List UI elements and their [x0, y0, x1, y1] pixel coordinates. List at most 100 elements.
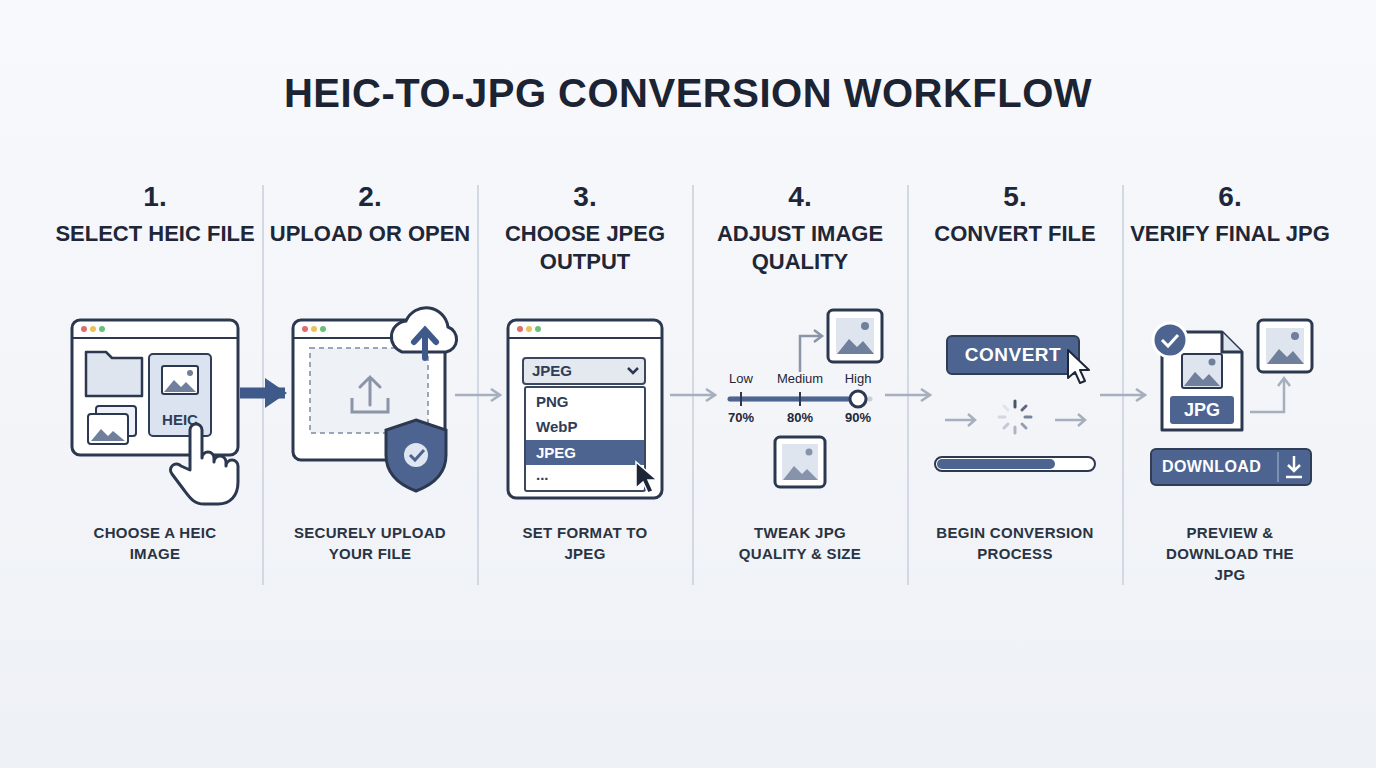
node-label: JPG — [1170, 396, 1234, 424]
step-heading: SELECT HEIC FILE — [50, 220, 260, 248]
window-dot — [526, 326, 532, 332]
progress-bar — [935, 457, 1095, 471]
flow-connector — [240, 388, 285, 399]
node-label: DOWNLOAD — [1162, 450, 1280, 484]
node-label: ... — [526, 464, 644, 486]
image-thumb — [828, 310, 882, 362]
step-caption: TWEAK JPG QUALITY & SIZE — [720, 522, 880, 564]
flow-connector — [455, 394, 500, 397]
image-sun — [861, 322, 869, 330]
file-image-icon — [1182, 354, 1222, 388]
cloud-arrow — [414, 330, 436, 358]
spinner-dash — [1025, 416, 1031, 419]
photo-icon — [88, 414, 128, 444]
dropdown-chevron — [628, 368, 638, 373]
slider-label: 90% — [823, 410, 893, 426]
mouse-cursor — [636, 462, 657, 493]
flow-arrow — [1055, 414, 1085, 426]
node-label: WebP — [526, 414, 644, 439]
image-sun — [1291, 332, 1299, 340]
progress-fill — [937, 459, 1055, 469]
spinner-dash — [1014, 427, 1017, 433]
flow-connector — [1100, 394, 1145, 397]
step-caption: SET FORMAT TO JPEG — [505, 522, 665, 564]
slider-tick — [799, 392, 801, 406]
step-number: 3. — [500, 180, 670, 214]
shield-badge — [404, 443, 428, 467]
image-thumb-bg — [836, 318, 874, 354]
step-heading: CONVERT FILE — [910, 220, 1120, 248]
image-thumb-bg — [1266, 328, 1304, 364]
flow-connector — [885, 394, 930, 397]
convert-button: CONVERT — [946, 335, 1080, 375]
shield-icon — [386, 420, 446, 491]
drop-zone — [310, 348, 428, 433]
upload-tray — [352, 398, 388, 412]
window-bar — [508, 337, 662, 339]
cloud-icon — [391, 308, 456, 352]
step-number: 4. — [715, 180, 885, 214]
window-dot — [81, 326, 87, 332]
image-mountain — [1267, 349, 1304, 364]
download-button: DOWNLOAD — [1150, 448, 1312, 486]
spinner-dash — [1004, 406, 1008, 410]
file-image-mountain — [164, 380, 196, 392]
slider-track — [730, 397, 870, 402]
window-bar — [293, 337, 445, 339]
window-bar — [72, 337, 238, 339]
column-divider — [1122, 185, 1124, 585]
image-thumb-bg — [782, 444, 818, 480]
image-thumb — [775, 437, 825, 487]
window-dot — [311, 326, 317, 332]
pointer-line — [1250, 378, 1290, 412]
step-column: 6.VERIFY FINAL JPGPREVIEW & DOWNLOAD THE… — [1145, 180, 1315, 590]
file-body — [1162, 332, 1242, 430]
node-label: JPEG — [526, 440, 644, 465]
step-heading: CHOOSE JPEG OUTPUT — [480, 220, 690, 276]
check-badge — [1153, 323, 1187, 357]
image-thumb — [1258, 320, 1312, 372]
app-window — [293, 320, 445, 460]
upload-arrow — [360, 377, 380, 405]
window-dot — [517, 326, 523, 332]
image-sun — [806, 449, 813, 456]
window-dot — [99, 326, 105, 332]
step-column: 2.UPLOAD OR OPENSECURELY UPLOAD YOUR FIL… — [285, 180, 455, 590]
flow-arrow — [945, 414, 975, 426]
file-fold — [1222, 332, 1242, 352]
slider-knob — [850, 391, 866, 407]
mouse-cursor — [1068, 350, 1089, 383]
node-label: JPEG — [532, 359, 622, 383]
app-window — [72, 320, 238, 455]
window-dot — [320, 326, 326, 332]
heic-file: HEIC — [148, 353, 212, 437]
spinner-dash — [1004, 424, 1008, 428]
column-divider — [692, 185, 694, 585]
node-label: HEIC — [150, 411, 210, 429]
step-caption: SECURELY UPLOAD YOUR FILE — [290, 522, 450, 564]
file-image-sun — [187, 370, 193, 376]
file-image-icon — [162, 366, 198, 394]
pointer-line — [800, 336, 820, 372]
app-window — [508, 320, 662, 498]
column-divider — [907, 185, 909, 585]
jpg-file: JPG — [1160, 330, 1244, 432]
slider-label: Low — [706, 371, 776, 387]
diagram-title: HEIC-TO-JPG CONVERSION WORKFLOW — [0, 68, 1376, 118]
step-heading: ADJUST IMAGE QUALITY — [695, 220, 905, 276]
spinner-dash — [1022, 406, 1026, 410]
step-heading: VERIFY FINAL JPG — [1125, 220, 1335, 248]
step-caption: CHOOSE A HEIC IMAGE — [75, 522, 235, 564]
node-label: PNG — [526, 389, 644, 414]
slider-tick — [740, 392, 742, 406]
slider-label: 70% — [706, 410, 776, 426]
step-caption: BEGIN CONVERSION PROCESS — [935, 522, 1095, 564]
column-divider — [262, 185, 264, 585]
window-dot — [535, 326, 541, 332]
button-divider — [1277, 452, 1279, 482]
file-image-sun — [1209, 359, 1216, 366]
step-heading: UPLOAD OR OPEN — [265, 220, 475, 248]
step-number: 2. — [285, 180, 455, 214]
